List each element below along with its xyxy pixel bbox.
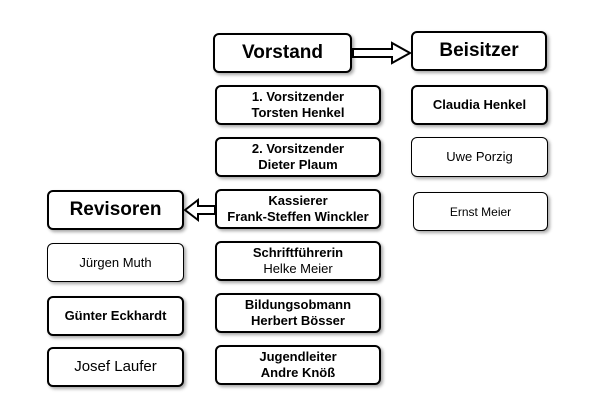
member-role: Jugendleiter	[259, 349, 337, 364]
beisitzer-member: Claudia Henkel	[411, 85, 548, 125]
revisoren-member: Jürgen Muth	[47, 243, 184, 282]
member-name: Helke Meier	[263, 261, 333, 276]
beisitzer-title: Beisitzer	[439, 40, 519, 61]
beisitzer-member: Ernst Meier	[413, 192, 548, 231]
vorstand-header: Vorstand	[213, 33, 352, 73]
revisoren-header: Revisoren	[47, 190, 184, 230]
member-name: Andre Knöß	[260, 365, 336, 380]
vorstand-title: Vorstand	[242, 42, 323, 63]
member-name: Frank-Steffen Winckler	[227, 209, 369, 224]
member-name: Herbert Bösser	[251, 313, 345, 328]
revisoren-title: Revisoren	[69, 199, 162, 220]
vorstand-member-vorsitzender-1: 1. Vorsitzender Torsten Henkel	[215, 85, 381, 125]
member-name: Claudia Henkel	[432, 97, 527, 112]
arrow-right-icon	[352, 41, 413, 65]
vorstand-member-vorsitzender-2: 2. Vorsitzender Dieter Plaum	[215, 137, 381, 177]
member-name: Günter Eckhardt	[64, 308, 167, 323]
vorstand-member-kassierer: Kassierer Frank-Steffen Winckler	[215, 189, 381, 229]
member-name: Ernst Meier	[449, 204, 512, 219]
member-role: Kassierer	[268, 193, 328, 208]
vorstand-member-jugendleiter: Jugendleiter Andre Knöß	[215, 345, 381, 385]
member-name: Torsten Henkel	[251, 105, 345, 120]
revisoren-member: Günter Eckhardt	[47, 296, 184, 336]
member-name: Josef Laufer	[74, 358, 157, 375]
beisitzer-member: Uwe Porzig	[411, 137, 548, 177]
beisitzer-header: Beisitzer	[411, 31, 547, 71]
revisoren-member: Josef Laufer	[47, 347, 184, 387]
member-name: Uwe Porzig	[446, 149, 513, 164]
member-name: Jürgen Muth	[79, 254, 152, 270]
vorstand-member-bildungsobmann: Bildungsobmann Herbert Bösser	[215, 293, 381, 333]
vorstand-member-schriftfuehrerin: Schriftführerin Helke Meier	[215, 241, 381, 281]
member-role: 2. Vorsitzender	[251, 141, 345, 156]
arrow-left-icon	[183, 197, 216, 223]
member-role: Schriftführerin	[252, 245, 344, 260]
member-role: 1. Vorsitzender	[251, 89, 345, 104]
member-name: Dieter Plaum	[258, 157, 338, 172]
member-role: Bildungsobmann	[244, 297, 352, 312]
